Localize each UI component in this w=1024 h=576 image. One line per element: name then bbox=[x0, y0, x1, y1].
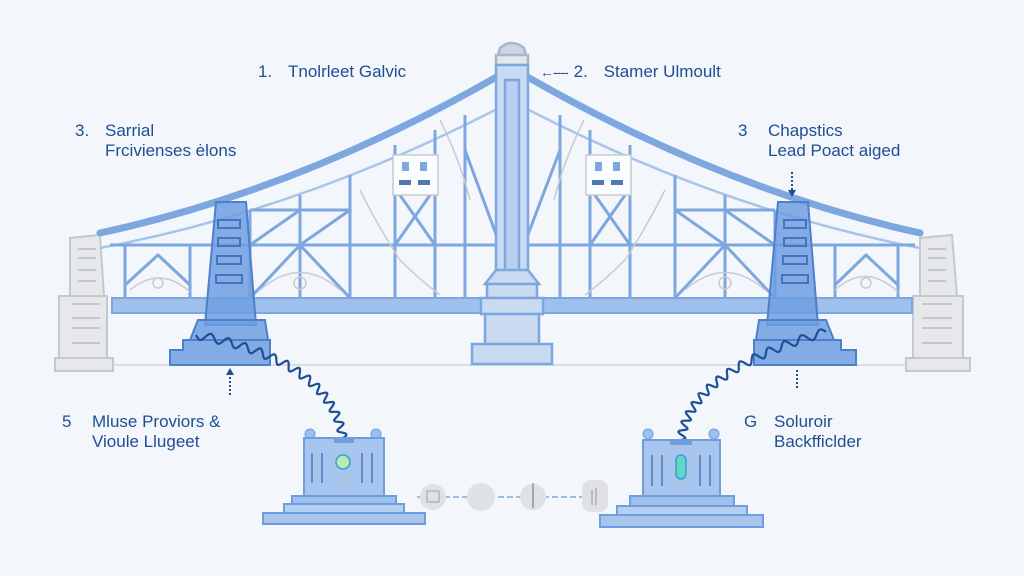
callout-text-line-1: Chapstics bbox=[768, 121, 843, 140]
callout-5: 5 Mluse Proviors & Vioule Llugeet bbox=[62, 412, 220, 452]
callout-text-line-2: Frcivienses ėlons bbox=[105, 141, 237, 160]
callout-text-line-1: Mluse Proviors & bbox=[92, 412, 221, 431]
coiled-cables bbox=[195, 328, 827, 442]
callout-text-line-2: Backfficlder bbox=[774, 432, 862, 451]
arrow-left-icon: ←---- bbox=[540, 64, 569, 80]
callout-3-left: 3. Sarrial Frcivienses ėlons bbox=[75, 121, 236, 161]
signal-node-flat-icon bbox=[467, 483, 495, 511]
callout-text-line-1: Sarrial bbox=[105, 121, 155, 140]
callout-text-line-1: Soluroir bbox=[774, 412, 833, 431]
right-coiled-cable bbox=[677, 328, 827, 442]
signal-node-bars-icon bbox=[582, 480, 608, 512]
signal-node-square-icon bbox=[420, 484, 446, 510]
right-abutment bbox=[905, 233, 971, 372]
signal-line bbox=[417, 480, 608, 512]
callout-pointers bbox=[226, 172, 798, 395]
inner-cables bbox=[99, 108, 921, 250]
callout-number: 2. bbox=[573, 62, 588, 81]
left-control-unit bbox=[262, 428, 426, 525]
callout-number: 5 bbox=[62, 412, 72, 431]
right-control-unit bbox=[599, 428, 764, 528]
callout-text: Stamer Ulmoult bbox=[603, 62, 721, 81]
left-abutment bbox=[54, 233, 114, 372]
decorative-cables bbox=[129, 119, 899, 296]
callout-1: 1. Tnolrleet Galvic bbox=[258, 62, 406, 82]
right-indicator-icon bbox=[675, 454, 687, 480]
right-window-box bbox=[585, 154, 632, 196]
right-tower bbox=[753, 201, 857, 366]
left-tower bbox=[169, 201, 271, 366]
callout-6: G Soluroir Backfficlder bbox=[744, 412, 862, 452]
callout-number: 1. bbox=[258, 62, 273, 81]
callout-2: ←----2. Stamer Ulmoult bbox=[540, 62, 721, 82]
callout-text: Tnolrleet Galvic bbox=[288, 62, 407, 81]
left-window-box bbox=[392, 154, 439, 196]
callout-number: 3 bbox=[738, 121, 748, 140]
left-indicator-icon bbox=[335, 454, 351, 470]
signal-node-wave-icon bbox=[520, 483, 546, 510]
main-cables bbox=[96, 71, 924, 237]
callout-text-line-2: Lead Poact aiged bbox=[768, 141, 901, 160]
callout-number: 3. bbox=[75, 121, 90, 140]
left-coiled-cable bbox=[195, 332, 348, 439]
callout-3-right: 3 Chapstics Lead Poact aiged bbox=[738, 121, 900, 161]
callout-text-line-2: Vioule Llugeet bbox=[92, 432, 200, 451]
central-tower bbox=[470, 41, 554, 366]
callout-number: G bbox=[744, 412, 758, 431]
